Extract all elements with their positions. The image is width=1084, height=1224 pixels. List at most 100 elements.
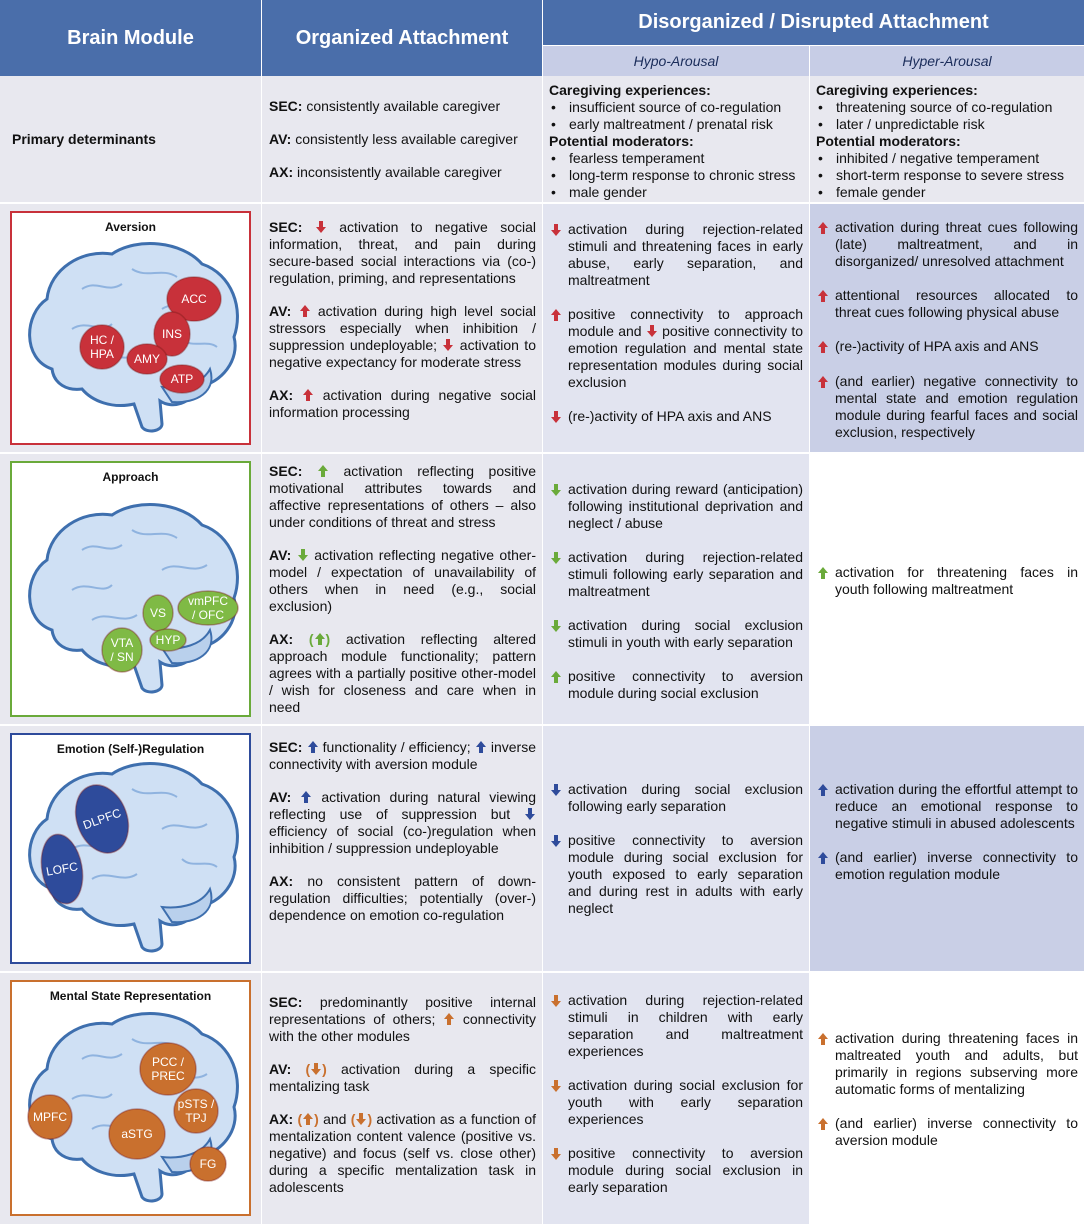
finding-item: activation during social exclusion stimu…: [550, 617, 803, 651]
hypo-cell-mental: activation during rejection-related stim…: [543, 972, 809, 1224]
organized-entry: SEC: functionality / efficiency; inverse…: [269, 739, 537, 772]
up-arrow-icon: [299, 305, 310, 317]
down-arrow-icon: [551, 835, 561, 847]
region-pcc: PCC /PREC: [139, 1041, 197, 1096]
svg-text:VS: VS: [150, 606, 166, 620]
header-disorganized: Disorganized / Disrupted Attachment: [543, 0, 1084, 45]
svg-text:PREC: PREC: [151, 1069, 185, 1083]
down-arrow-icon: [551, 620, 561, 632]
svg-text:HPA: HPA: [90, 347, 114, 361]
organized-entry: SEC: activation to negative social infor…: [269, 219, 536, 286]
down-arrow-icon: [551, 552, 561, 564]
svg-text:MPFC: MPFC: [33, 1110, 67, 1124]
svg-text:LOFC: LOFC: [45, 859, 79, 878]
down-arrow-icon: [551, 484, 561, 496]
finding-item: activation during threatening faces in m…: [817, 1030, 1078, 1098]
finding-item: activation during reward (anticipation) …: [550, 481, 803, 532]
up-arrow-icon: [818, 852, 828, 864]
down-arrow-icon: [551, 1148, 561, 1160]
down-arrow-icon: [551, 995, 561, 1007]
finding-item: positive connectivity to approach module…: [550, 306, 803, 391]
up-arrow-icon: [302, 389, 313, 401]
hyper-cell-approach: activation for threatening faces in yout…: [810, 453, 1084, 725]
region-hyp: HYP: [149, 627, 187, 652]
header-hyper-arousal: Hyper-Arousal: [810, 46, 1084, 76]
region-amy: AMY: [126, 342, 168, 375]
up-arrow-icon: [818, 341, 828, 353]
region-ins: INS: [153, 310, 191, 357]
organized-cell-aversion: SEC: activation to negative social infor…: [262, 203, 542, 453]
region-vta: VTA/ SN: [101, 626, 143, 673]
hypo-cell-regulation: activation during social exclusion follo…: [543, 725, 809, 972]
svg-text:ATP: ATP: [171, 372, 193, 386]
organized-entry: SEC: activation reflecting positive moti…: [269, 463, 536, 530]
region-acc: ACC: [166, 275, 222, 322]
determinants-label: Primary determinants: [0, 76, 261, 203]
svg-text:FG: FG: [200, 1157, 217, 1171]
organized-entry: AV: activation during high level social …: [269, 303, 536, 370]
down-arrow-icon: [646, 325, 657, 337]
region-astg: aSTG: [108, 1107, 166, 1160]
up-arrow-icon: [818, 376, 828, 388]
region-fg: FG: [189, 1145, 227, 1182]
hypo-cell-approach: activation during reward (anticipation) …: [543, 453, 809, 725]
hyper-cell-mental: activation during threatening faces in m…: [810, 972, 1084, 1224]
organized-entry: AX: no consistent pattern of down-regula…: [269, 873, 537, 923]
organized-cell-regulation: SEC: functionality / efficiency; inverse…: [262, 725, 542, 972]
header-organized: Organized Attachment: [262, 0, 542, 76]
up-arrow-icon: [317, 465, 328, 477]
svg-text:/ OFC: / OFC: [192, 608, 224, 622]
down-arrow-icon: [315, 221, 326, 233]
hyper-cell-aversion: activation during threat cues following …: [810, 203, 1084, 453]
finding-item: (and earlier) inverse connectivity to em…: [817, 849, 1078, 883]
organized-entry: AX: activation during negative social in…: [269, 387, 537, 420]
up-arrow-icon: [307, 741, 318, 753]
finding-item: positive connectivity to aversion module…: [550, 668, 803, 702]
finding-item: (re-)activity of HPA axis and ANS: [550, 408, 803, 426]
down-arrow-icon: [297, 549, 308, 561]
header-hypo-arousal: Hypo-Arousal: [543, 46, 809, 76]
finding-item: (and earlier) negative connectivity to m…: [817, 373, 1078, 441]
region-vmpfc: vmPFC/ OFC: [177, 589, 239, 626]
svg-text:/ SN: / SN: [110, 650, 133, 664]
organized-entry: AV: activation reflecting negative other…: [269, 547, 537, 614]
svg-text:HYP: HYP: [156, 633, 181, 647]
finding-item: activation during rejection-related stim…: [550, 992, 803, 1060]
finding-item: positive connectivity to aversion module…: [550, 832, 803, 917]
up-arrow-icon: [444, 1013, 455, 1025]
organized-entry: SEC: predominantly positive internal rep…: [269, 994, 536, 1044]
up-arrow-icon: [818, 1033, 828, 1045]
up-arrow-icon: [551, 671, 561, 683]
module-title: Aversion: [105, 220, 156, 234]
up-arrow-icon: [818, 222, 828, 234]
region-mpfc: MPFC: [27, 1093, 73, 1140]
finding-item: activation during threat cues following …: [817, 219, 1078, 270]
organized-cell-mental: SEC: predominantly positive internal rep…: [262, 972, 542, 1224]
region-lofc: LOFC: [40, 833, 84, 905]
svg-text:vmPFC: vmPFC: [188, 594, 228, 608]
finding-item: activation during social exclusion for y…: [550, 1077, 803, 1128]
up-arrow-icon: [314, 633, 325, 645]
down-arrow-icon: [443, 339, 454, 351]
svg-text:aSTG: aSTG: [121, 1127, 152, 1141]
finding-item: activation for threatening faces in yout…: [817, 564, 1078, 598]
region-psts: pSTS /TPJ: [173, 1087, 219, 1134]
region-hc-hpa: HC /HPA: [79, 323, 125, 370]
organized-entry: AV: () activation during a specific ment…: [269, 1061, 537, 1094]
svg-text:HC /: HC /: [90, 333, 115, 347]
up-arrow-icon: [818, 784, 828, 796]
svg-text:pSTS /: pSTS /: [178, 1097, 215, 1111]
finding-item: positive connectivity to aversion module…: [550, 1145, 803, 1196]
brain-outline-icon: [28, 241, 239, 432]
up-arrow-icon: [301, 791, 312, 803]
determinants-organized: SEC: consistently available caregiver AV…: [262, 76, 542, 203]
up-arrow-icon: [303, 1113, 314, 1125]
down-arrow-icon: [551, 224, 561, 236]
down-arrow-icon: [551, 411, 561, 423]
finding-item: activation during social exclusion follo…: [550, 781, 803, 815]
